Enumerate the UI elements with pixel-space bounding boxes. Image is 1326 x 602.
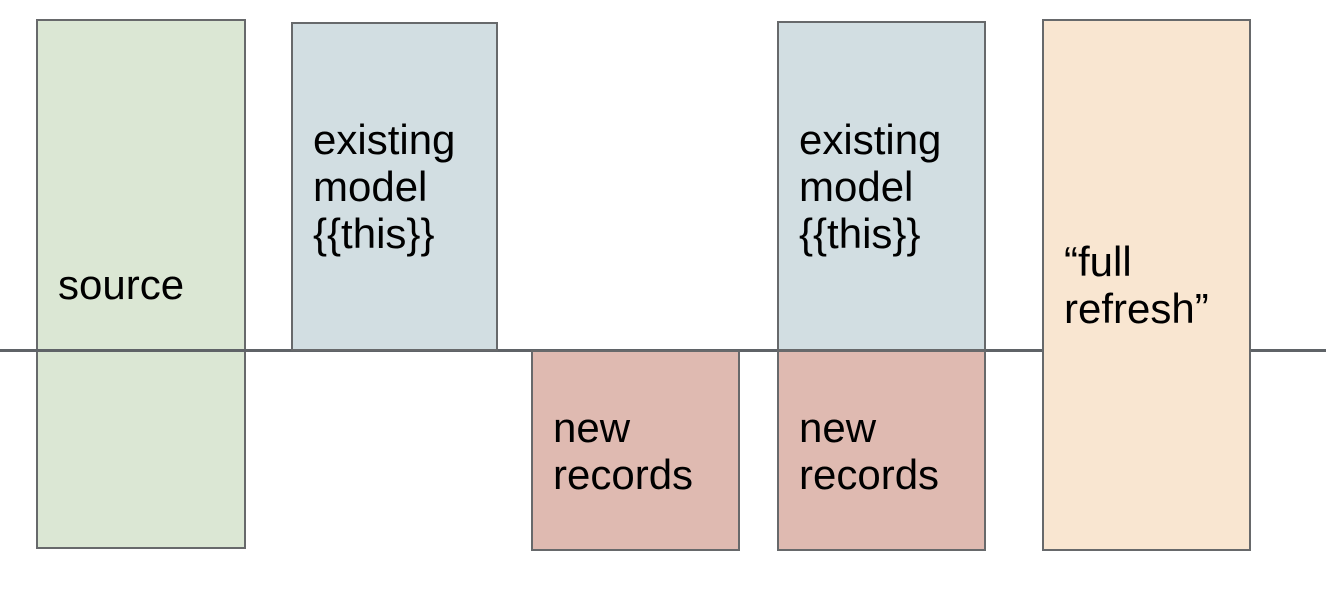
box-full-refresh-label: “full refresh” <box>1064 238 1209 332</box>
box-source: source <box>36 19 246 549</box>
box-new-records-1-label: new records <box>553 403 694 498</box>
box-source-label: source <box>58 260 185 308</box>
box-existing-model-2-label: existing model {{this}} <box>799 115 942 257</box>
box-new-records-2-label: new records <box>799 403 940 498</box>
box-existing-model-1-label: existing model {{this}} <box>313 116 456 257</box>
box-new-records-2: new records <box>777 350 986 551</box>
box-existing-model-2: existing model {{this}} <box>777 21 986 351</box>
box-new-records-1: new records <box>531 350 740 551</box>
box-existing-model-1: existing model {{this}} <box>291 22 498 351</box>
box-full-refresh: “full refresh” <box>1042 19 1251 551</box>
